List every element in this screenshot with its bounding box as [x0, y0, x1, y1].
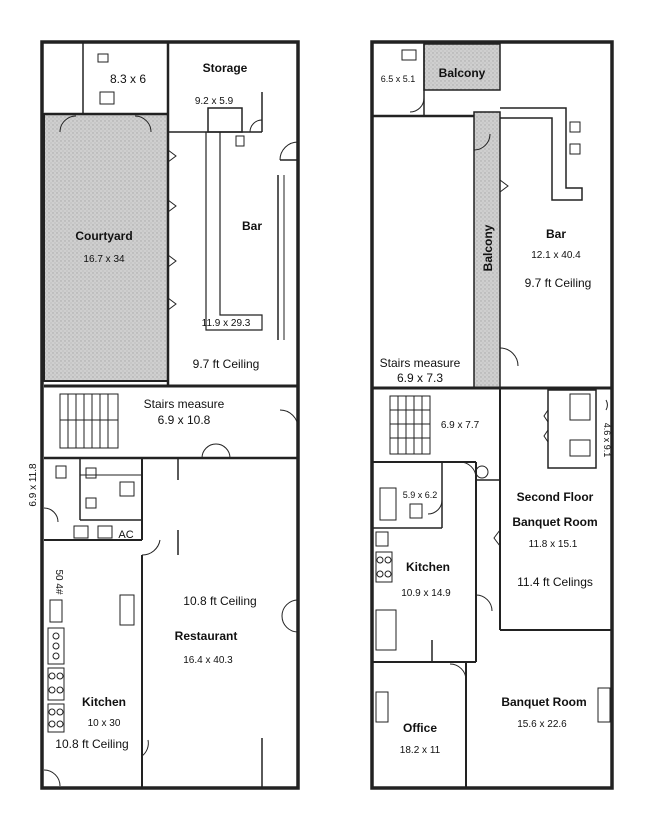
ground-stairs: [59, 393, 119, 449]
courtyard-area: [43, 113, 169, 382]
sf-banquet-second-name-1: Second Floor: [517, 490, 594, 504]
bar-counter: [205, 132, 263, 331]
toilet-icon: [409, 503, 423, 519]
sf-stairs-size: 6.9 x 7.3: [397, 371, 443, 385]
sf-kitchen-size: 10.9 x 14.9: [401, 588, 451, 599]
gf-bar-ceiling: 9.7 ft Ceiling: [193, 357, 260, 371]
gf-restaurant-size: 16.4 x 40.3: [183, 655, 233, 666]
bar-counter: [500, 107, 583, 201]
gf-stairs-size: 6.9 x 10.8: [158, 413, 211, 427]
gf-stairs-name: Stairs measure: [144, 397, 225, 411]
sf-office-size: 18.2 x 11: [400, 745, 441, 756]
sf-banquet-name: Banquet Room: [501, 695, 586, 709]
sf-office-name: Office: [403, 721, 437, 735]
sf-bar-size: 12.1 x 40.4: [531, 250, 581, 261]
second-kitchen-equipment: [375, 531, 397, 651]
ground-floor-outer-wall: [40, 40, 300, 790]
gf-courtyard-size: 16.7 x 34: [83, 254, 125, 265]
sink-icon: [99, 91, 115, 105]
gf-kitchen-side-label: 50 4#: [53, 569, 64, 594]
gf-restaurant-name: Restaurant: [175, 629, 238, 643]
balcony-top-area: [423, 43, 501, 91]
toilet-icon: [97, 53, 109, 63]
sink-icon: [401, 49, 417, 61]
second-floor-plan: [370, 40, 614, 790]
labels: 8.3 x 6 Storage 9.2 x 5.9 Courtyard 16.7…: [28, 61, 612, 756]
sink-icon: [97, 525, 113, 539]
sf-restroom-size: 6.5 x 5.1: [381, 74, 416, 84]
sf-kitchen-name: Kitchen: [406, 560, 450, 574]
second-floor-outer-wall: [370, 40, 614, 790]
sf-restroom-mid-size: 5.9 x 6.2: [403, 490, 438, 500]
ground-floor-plan: [40, 40, 300, 790]
toilet-icon: [85, 497, 97, 509]
gf-restaurant-ceiling: 10.8 ft Ceiling: [183, 594, 256, 608]
gf-bar-size: 11.9 x 29.3: [202, 318, 251, 329]
gf-restroom-size: 8.3 x 6: [110, 72, 146, 86]
sf-stair-room-size: 6.9 x 7.7: [441, 420, 480, 431]
service-bar: [547, 389, 597, 469]
toilet-icon: [55, 465, 67, 479]
sf-banquet-second-name-2: Banquet Room: [512, 515, 597, 529]
gf-ac-label: AC: [118, 529, 133, 541]
sink-icon: [73, 525, 89, 539]
sf-banquet-size: 15.6 x 22.6: [517, 719, 567, 730]
sf-stairs-name: Stairs measure: [380, 356, 461, 370]
kitchen-equipment: [47, 594, 135, 733]
gf-bar-name: Bar: [242, 219, 262, 233]
gf-storage-name: Storage: [203, 61, 248, 75]
sf-banquet-second-size: 11.8 x 15.1: [529, 539, 578, 550]
sf-bar-name: Bar: [546, 227, 566, 241]
gf-restrooms-size: 6.9 x 11.8: [28, 463, 39, 507]
sf-banquet-second-ceiling: 11.4 ft Celings: [517, 575, 593, 589]
bar-counter-end: [207, 107, 243, 133]
toilet-icon: [85, 467, 97, 479]
gf-kitchen-name: Kitchen: [82, 695, 126, 709]
sf-service-bar-size: 4.6 x 9.1: [602, 423, 612, 458]
gf-storage-size: 9.2 x 5.9: [195, 96, 234, 107]
gf-kitchen-ceiling: 10.8 ft Ceiling: [55, 737, 128, 751]
sf-balcony-corridor-name: Balcony: [481, 224, 495, 271]
balcony-corridor-area: [473, 111, 501, 389]
sf-balcony-top-name: Balcony: [439, 66, 486, 80]
sf-bar-ceiling: 9.7 ft Ceiling: [525, 276, 592, 290]
gf-kitchen-size: 10 x 30: [88, 718, 121, 729]
gf-courtyard-name: Courtyard: [75, 229, 132, 243]
second-stairs: [389, 395, 431, 455]
